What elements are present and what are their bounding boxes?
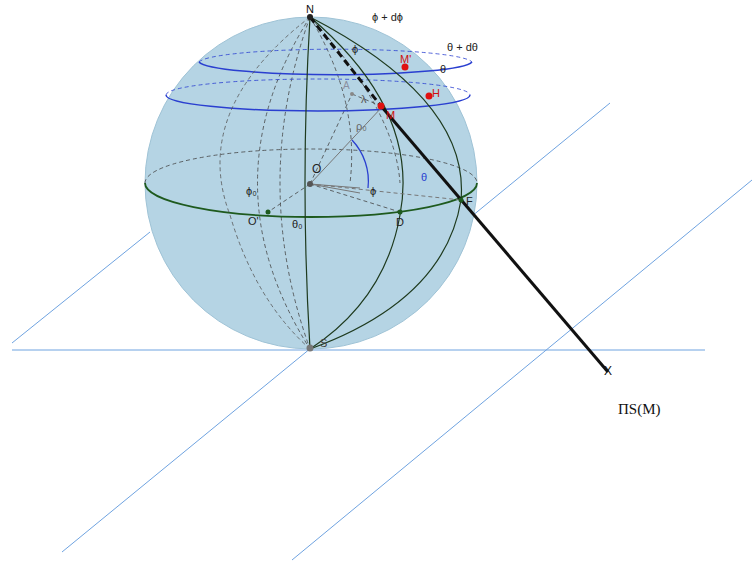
point-label: N bbox=[306, 4, 314, 15]
point-label: ϕ₀ bbox=[246, 186, 257, 197]
point-label: ϕ bbox=[352, 44, 358, 55]
meridians bbox=[220, 17, 461, 349]
projection-ray-hidden bbox=[310, 17, 381, 106]
point-label: ϕ + dϕ bbox=[372, 12, 403, 23]
point-label: M bbox=[386, 110, 395, 121]
point-label: θ bbox=[421, 172, 427, 183]
point-label: ΠS(M) bbox=[618, 402, 661, 417]
point-label: S bbox=[320, 338, 327, 349]
point-label: θ + dθ bbox=[447, 42, 478, 53]
projection-ray bbox=[381, 106, 608, 372]
point-label: M' bbox=[400, 54, 411, 65]
point-label: θ bbox=[440, 64, 446, 75]
point-label: ϕ bbox=[370, 186, 376, 197]
latitude-circles bbox=[166, 62, 472, 111]
point-label: F bbox=[466, 196, 473, 207]
hidden-meridians bbox=[145, 17, 477, 349]
point-label: H bbox=[432, 88, 440, 99]
angle-lines bbox=[310, 106, 461, 200]
point-label: D bbox=[396, 217, 404, 228]
point-label: A bbox=[343, 81, 350, 91]
point-label: ρ₀ bbox=[356, 121, 367, 132]
sphere bbox=[145, 17, 477, 349]
points bbox=[266, 14, 464, 352]
point-label: X bbox=[604, 365, 612, 377]
equator bbox=[145, 183, 477, 217]
point-label: O' bbox=[248, 216, 259, 227]
point-label: O bbox=[312, 163, 321, 175]
point-label: θ₀ bbox=[292, 219, 303, 230]
point-label: λ bbox=[361, 94, 367, 105]
